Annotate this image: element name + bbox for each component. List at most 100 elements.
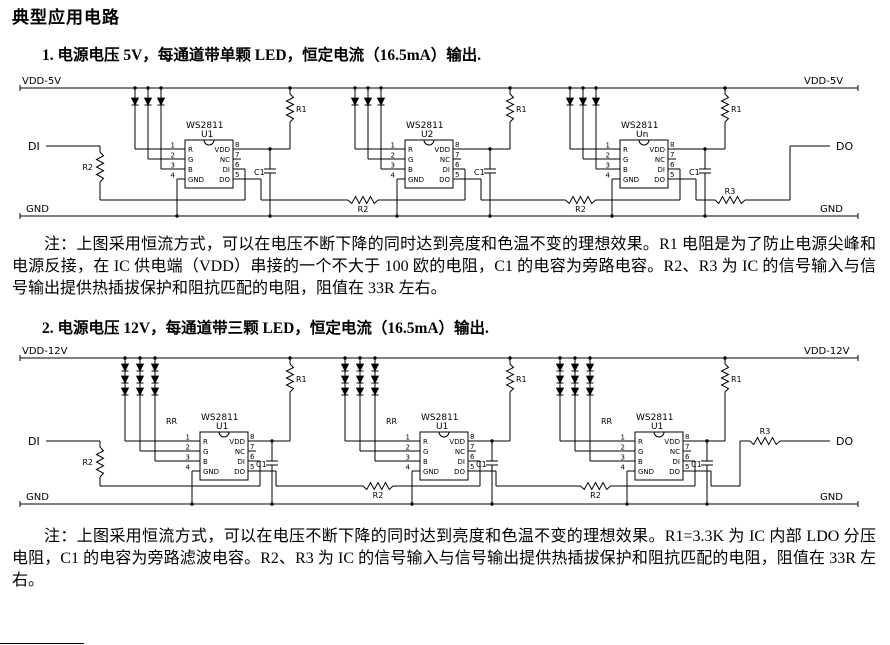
pin-number: 7 (670, 151, 674, 159)
pin-label: VDD (434, 146, 450, 154)
resistor-r1 (505, 364, 515, 393)
junction-dot (488, 147, 492, 151)
led-icon (555, 388, 565, 397)
r1-label: R1 (516, 105, 527, 114)
r1-label: R1 (296, 105, 307, 114)
chip-unit: U2 (421, 130, 433, 140)
led-icon (565, 97, 575, 106)
pin-label: B (638, 458, 643, 466)
pin-label: DO (234, 468, 245, 476)
r1-label: R1 (731, 105, 742, 114)
junction-dot (288, 356, 292, 361)
pin-number: 7 (235, 151, 239, 159)
pin-label: DI (223, 166, 230, 174)
led-icon (135, 388, 145, 397)
pin-number: 8 (455, 141, 459, 149)
led-icon (355, 388, 365, 397)
pin-label: B (423, 458, 428, 466)
led-icon (143, 97, 153, 106)
pin-number: 5 (235, 171, 239, 179)
r1-label: R1 (296, 375, 307, 384)
junction-dot (625, 502, 629, 507)
led-icon (578, 97, 588, 106)
junction-dot (410, 502, 414, 507)
page-title: 典型应用电路 (12, 8, 120, 27)
pin-label: R (638, 438, 643, 446)
section2-heading: 2. 电源电压 12V，每通道带三颗 LED，恒定电流（16.5mA）输出. (42, 319, 489, 337)
c1-label: C1 (474, 168, 485, 177)
junction-dot (703, 147, 707, 151)
pin-number: 2 (171, 151, 175, 159)
pin-number: 5 (670, 171, 674, 179)
junction-dot (190, 502, 194, 507)
pin-label: GND (188, 176, 204, 184)
chip-body (419, 431, 469, 481)
chip-name: WS2811 (186, 121, 224, 131)
junction-dot (288, 86, 292, 90)
r2-label: R2 (575, 205, 586, 214)
pin-number: 6 (455, 161, 460, 169)
pin-label: R (423, 438, 428, 446)
resistor-r1 (285, 364, 295, 393)
c1-label: C1 (691, 460, 702, 469)
pin-label: DO (439, 176, 450, 184)
pin-number: 1 (391, 141, 395, 149)
resistor-r2 (347, 195, 379, 205)
pin-number: 1 (606, 141, 610, 149)
pin-label: GND (623, 176, 639, 184)
led-icon (570, 388, 580, 397)
led-icon (150, 364, 160, 373)
pin-number: 4 (186, 464, 191, 472)
chip-notch-icon (203, 139, 215, 146)
pin-label: GND (203, 468, 219, 476)
rr-label: RR (601, 417, 613, 426)
led-icon (120, 364, 130, 373)
resistor-r1 (285, 93, 295, 123)
junction-dot (703, 214, 707, 218)
pin-number: 8 (250, 433, 254, 441)
pin-number: 1 (186, 434, 190, 442)
junction-dot (610, 214, 614, 218)
pin-label: G (623, 156, 628, 164)
led-icon (370, 388, 380, 397)
chip-notch-icon (653, 432, 665, 438)
junction-dot (270, 502, 274, 507)
led-icon (340, 364, 350, 373)
pin-number: 3 (621, 454, 625, 462)
led-icon (120, 376, 130, 385)
resistor-r3 (749, 436, 781, 446)
chip-unit: Un (636, 130, 648, 140)
chip-name: WS2811 (636, 413, 674, 423)
pin-label: DI (658, 166, 665, 174)
junction-dot (270, 439, 274, 444)
chip-unit: U1 (216, 422, 228, 432)
r2-input-label: R2 (82, 458, 93, 467)
pin-label: DI (238, 458, 245, 466)
rr-label: RR (386, 417, 398, 426)
junction-dot (268, 147, 272, 151)
r2-label: R2 (373, 491, 384, 500)
led-icon (585, 388, 595, 397)
led-icon (156, 97, 166, 106)
led-icon (555, 376, 565, 385)
junction-dot (723, 356, 727, 361)
led-icon (376, 97, 386, 106)
c1-label: C1 (476, 460, 487, 469)
resistor-r1 (505, 93, 515, 123)
pin-label: VDD (214, 146, 230, 154)
junction-dot (508, 86, 512, 90)
gnd-label-left: GND (26, 204, 49, 215)
chip-body (199, 431, 249, 481)
pin-number: 2 (606, 151, 610, 159)
pin-number: 1 (171, 141, 175, 149)
pin-label: DI (458, 458, 465, 466)
led-icon (370, 364, 380, 373)
pin-number: 7 (470, 443, 474, 451)
pin-label: NC (440, 156, 450, 164)
pin-label: GND (638, 468, 654, 476)
pin-label: GND (423, 468, 439, 476)
vdd-label-right: VDD-12V (804, 346, 850, 357)
resistor-r1 (720, 93, 730, 123)
chip-body (404, 139, 454, 189)
